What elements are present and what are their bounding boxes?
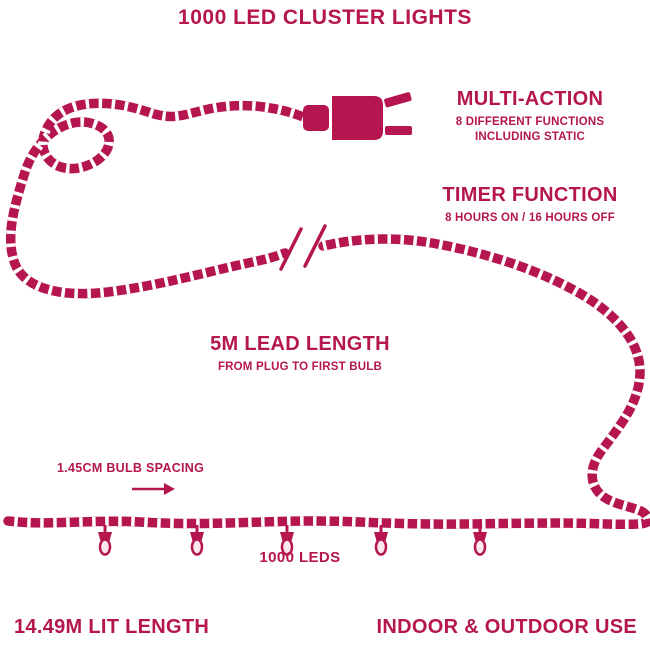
timer-line1: 8 HOURS ON / 16 HOURS OFF xyxy=(445,212,615,224)
lead-length-heading: 5M LEAD LENGTH xyxy=(210,333,390,355)
bulb-icon xyxy=(471,523,489,556)
cable-break-icon xyxy=(279,224,327,271)
page-title: 1000 LED CLUSTER LIGHTS xyxy=(178,6,472,29)
lead-length-line1: FROM PLUG TO FIRST BULB xyxy=(217,361,383,373)
multi-action-block: MULTI-ACTION 8 DIFFERENT FUNCTIONS INCLU… xyxy=(420,88,640,145)
timer-heading: TIMER FUNCTION xyxy=(442,184,618,206)
lit-length-label: 14.49M LIT LENGTH xyxy=(14,616,210,638)
led-count-label: 1000 LEDS xyxy=(259,549,341,566)
timer-block: TIMER FUNCTION 8 HOURS ON / 16 HOURS OFF xyxy=(405,184,650,226)
bulb-icon xyxy=(96,523,114,556)
main-cable xyxy=(8,239,648,524)
lead-length-block: 5M LEAD LENGTH FROM PLUG TO FIRST BULB xyxy=(185,333,415,375)
spacing-arrow-icon xyxy=(132,483,175,495)
multi-action-line1: 8 DIFFERENT FUNCTIONS xyxy=(455,116,605,128)
bulb-spacing-label: 1.45CM BULB SPACING xyxy=(57,461,205,475)
multi-action-line2: INCLUDING STATIC xyxy=(474,131,586,143)
multi-action-heading: MULTI-ACTION xyxy=(456,88,604,110)
usage-label: INDOOR & OUTDOOR USE xyxy=(376,616,637,638)
lead-cable xyxy=(11,103,306,293)
plug-icon xyxy=(303,92,412,140)
